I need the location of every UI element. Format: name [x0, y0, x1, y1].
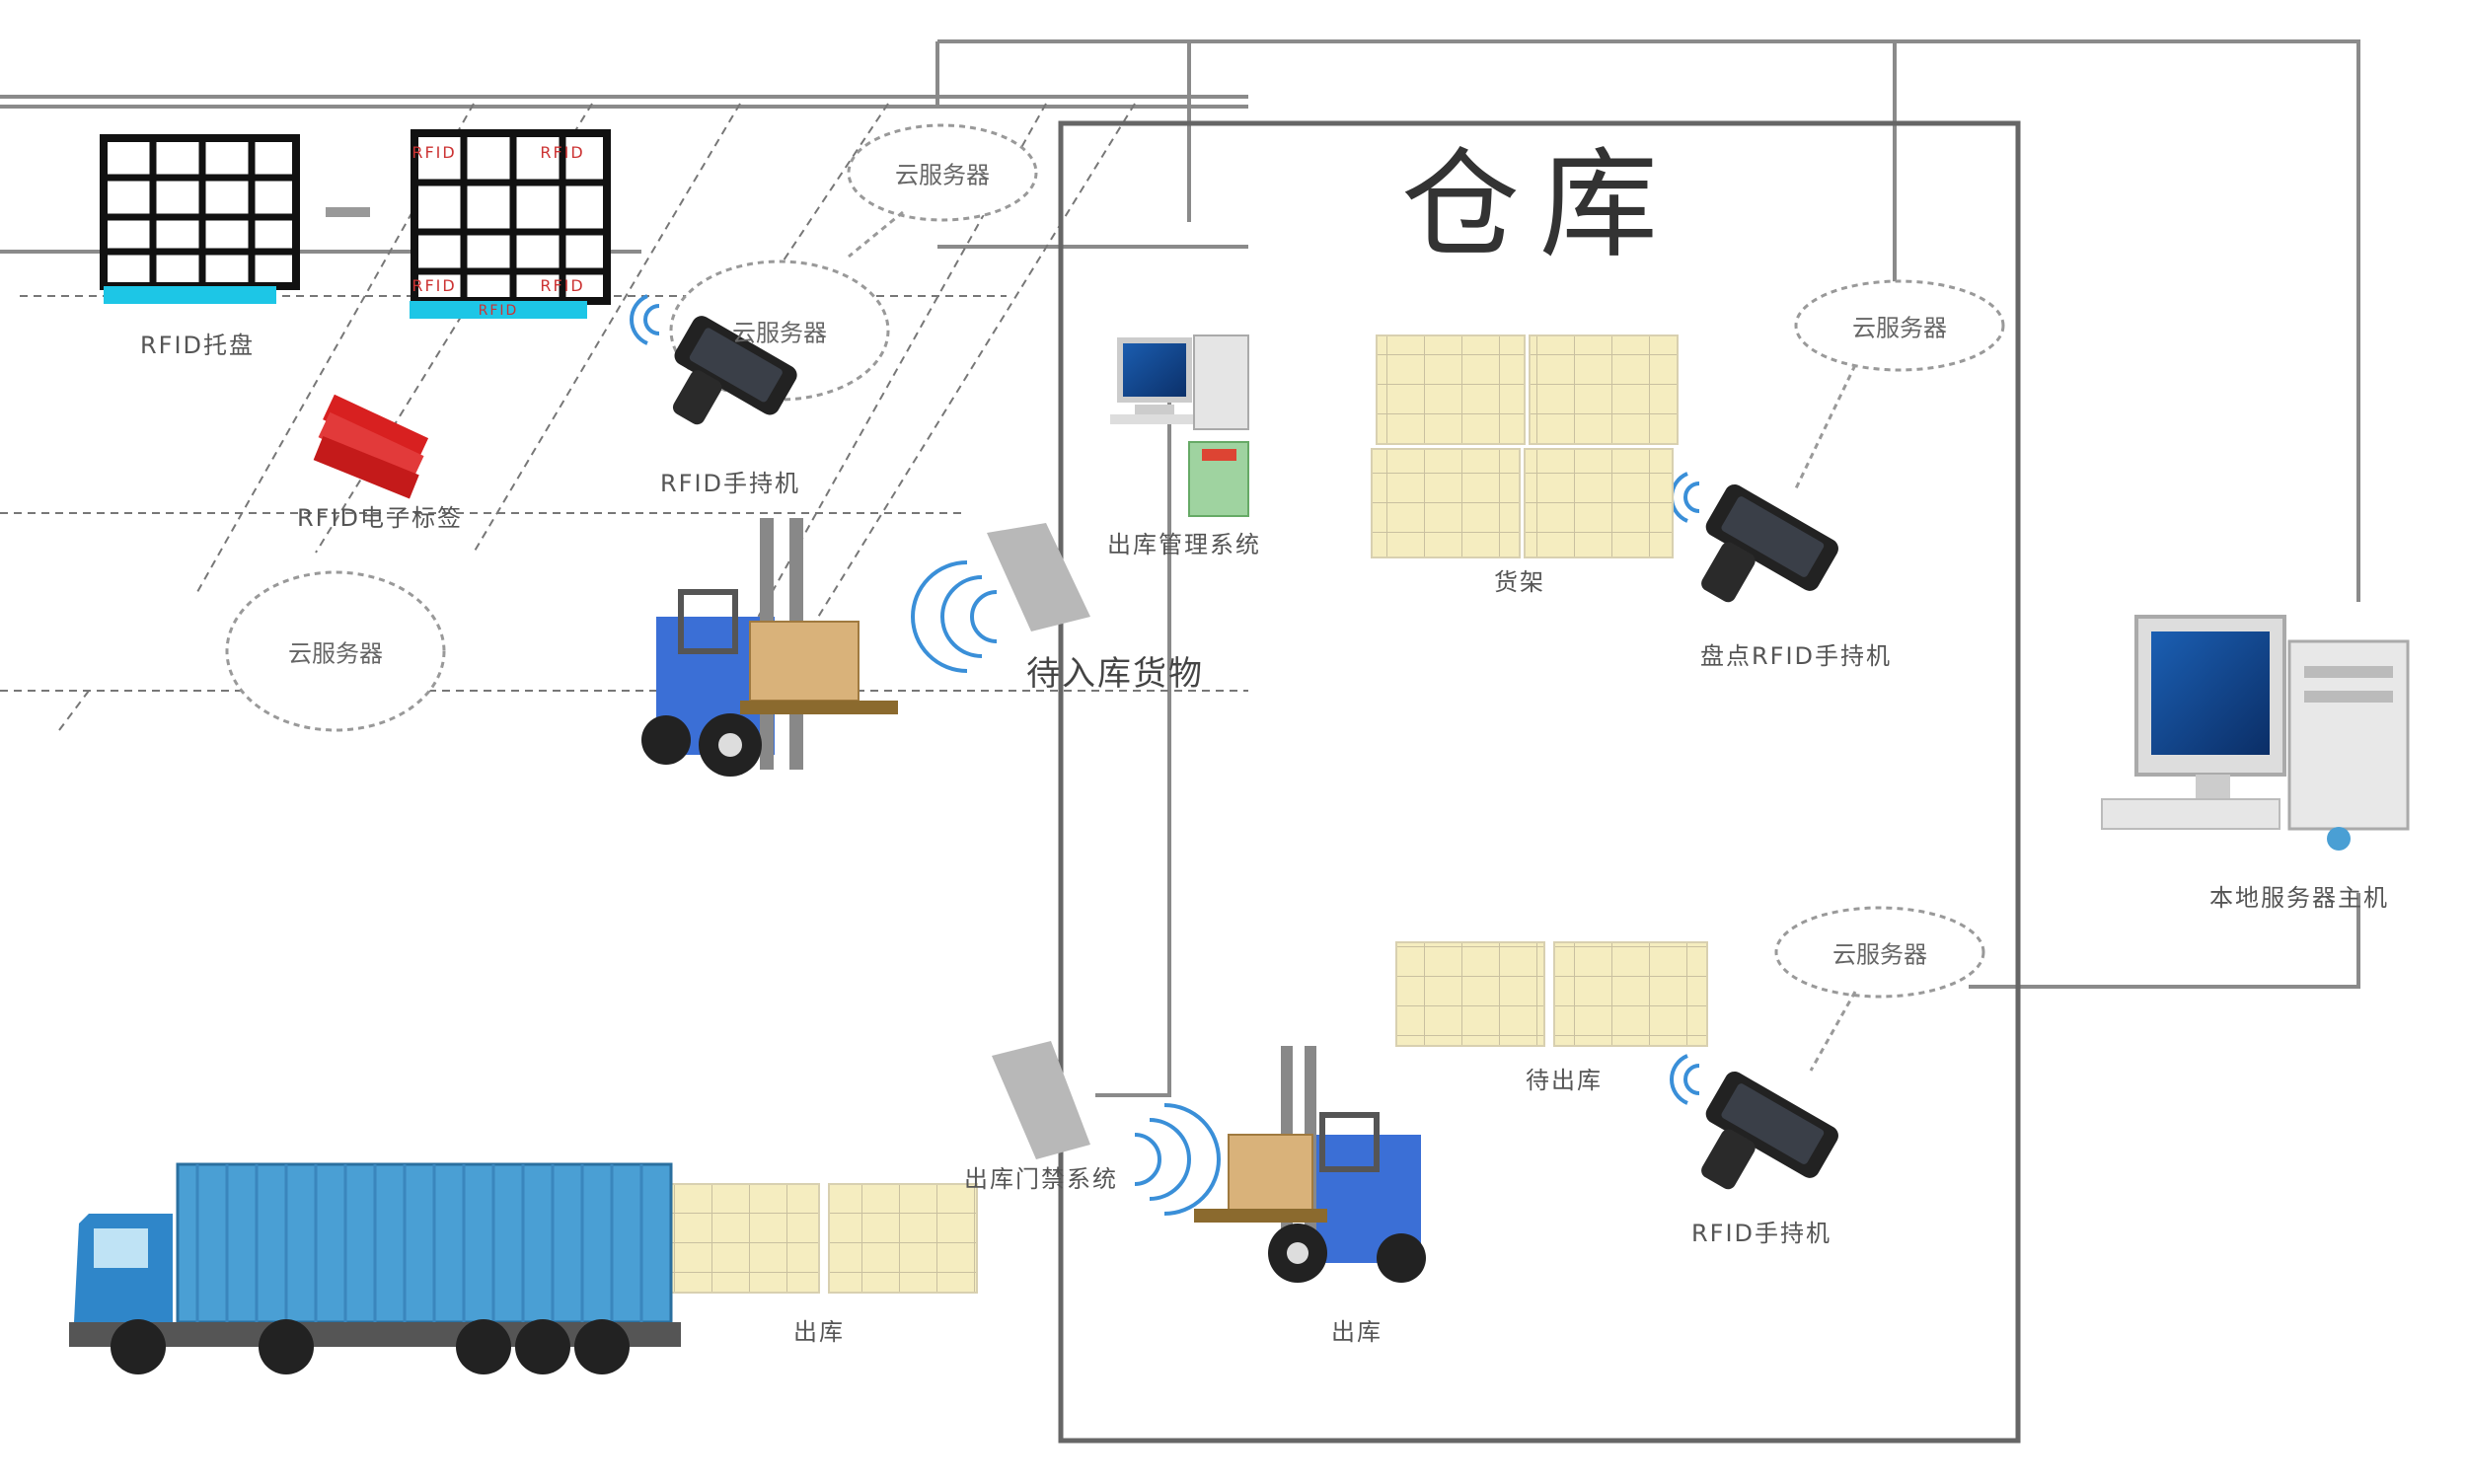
- rfid-rack-left: [100, 134, 300, 304]
- handheld-right-caption: 盘点RFID手持机: [1699, 642, 1893, 670]
- handheld-top-caption: RFID手持机: [659, 470, 801, 497]
- cloud-pointers: [848, 210, 1857, 1072]
- network-lines: [0, 39, 2360, 1097]
- handheld-bottom: [1701, 1071, 1838, 1190]
- rfid-tag-bundle: [313, 394, 429, 499]
- rfid-mark-4: RFID: [540, 276, 585, 295]
- handheld-top: [672, 316, 797, 425]
- cloud-label-top-left: 云服务器: [895, 161, 990, 189]
- office-pc: [1110, 334, 1249, 517]
- reader-top-caption: 待入库货物: [1026, 654, 1204, 694]
- server-caption: 本地服务器主机: [2209, 884, 2389, 912]
- rfid-mark-1: RFID: [411, 143, 457, 162]
- box-groups: [670, 334, 1708, 1294]
- cloud-label-lower-left: 云服务器: [288, 639, 383, 668]
- handheld-bottom-caption: RFID手持机: [1690, 1220, 1832, 1247]
- reader-panel-top: [987, 523, 1090, 631]
- truck: [69, 1162, 681, 1374]
- signal-waves: [630, 294, 1700, 1216]
- reader-panel-bottom: [992, 1041, 1090, 1159]
- pallet-caption: RFID托盘: [139, 332, 256, 359]
- rfid-mark-2: RFID: [540, 143, 585, 162]
- cloud-label-right-top: 云服务器: [1852, 314, 1947, 342]
- handheld-right: [1701, 483, 1838, 603]
- warehouse-frame: [1058, 120, 2021, 1444]
- wait-caption: 待出库: [1526, 1067, 1603, 1094]
- truck-goods-caption: 出库: [793, 1318, 845, 1346]
- door-reader-caption: 出库门禁系统: [964, 1165, 1118, 1193]
- forklift-bottom-caption: 出库: [1331, 1318, 1383, 1346]
- forklift-bottom: [1194, 1046, 1426, 1283]
- storage-caption: 货架: [1494, 568, 1545, 596]
- pc-caption: 出库管理系统: [1107, 531, 1261, 558]
- rfid-rack-right: [410, 129, 611, 319]
- cloud-label-right-bottom: 云服务器: [1832, 940, 1927, 969]
- forklift-top: [641, 518, 898, 777]
- server-computer: [2101, 615, 2410, 851]
- warehouse-title: 仓库: [1401, 137, 1678, 274]
- rfid-mark-5: RFID: [478, 303, 519, 319]
- rack-arrow: [326, 207, 370, 217]
- rfid-mark-3: RFID: [411, 276, 457, 295]
- cloud-label-mid-left: 云服务器: [732, 319, 827, 347]
- tags-caption: RFID电子标签: [296, 504, 464, 532]
